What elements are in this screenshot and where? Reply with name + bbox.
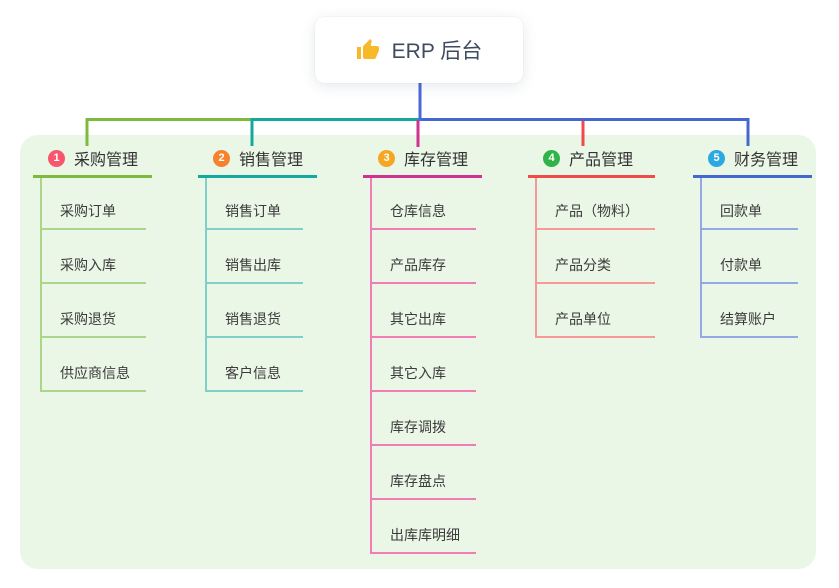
branch-items-purchase: 采购订单 采购入库 采购退货 供应商信息 (40, 178, 146, 392)
node-sales-order[interactable]: 销售订单 (207, 178, 303, 230)
node-settlement-account[interactable]: 结算账户 (702, 284, 798, 338)
branch-inventory: 3 库存管理 仓库信息 产品库存 其它出库 其它入库 库存调拨 库存盘点 出库库… (363, 143, 483, 554)
branch-items-finance: 回款单 付款单 结算账户 (700, 178, 798, 338)
branch-sales: 2 销售管理 销售订单 销售出库 销售退货 客户信息 (198, 143, 318, 392)
branch-title-inventory[interactable]: 3 库存管理 (363, 143, 483, 178)
badge-5: 5 (708, 149, 725, 167)
node-other-outbound[interactable]: 其它出库 (372, 284, 476, 338)
node-product-stock[interactable]: 产品库存 (372, 230, 476, 284)
root-node-erp[interactable]: ERP 后台 (315, 17, 523, 83)
branch-title-product[interactable]: 4 产品管理 (528, 143, 655, 178)
branch-title-label: 产品管理 (569, 152, 634, 169)
node-stock-count[interactable]: 库存盘点 (372, 446, 476, 500)
node-product-unit[interactable]: 产品单位 (537, 284, 655, 338)
node-sales-return[interactable]: 销售退货 (207, 284, 303, 338)
branch-title-label: 库存管理 (404, 152, 469, 169)
root-node-label: ERP 后台 (391, 40, 483, 63)
node-purchase-order[interactable]: 采购订单 (42, 178, 146, 230)
branch-title-sales[interactable]: 2 销售管理 (198, 143, 318, 178)
branch-title-label: 采购管理 (74, 152, 139, 169)
branch-finance: 5 财务管理 回款单 付款单 结算账户 (693, 143, 813, 338)
badge-1: 1 (48, 149, 65, 167)
node-warehouse-info[interactable]: 仓库信息 (372, 178, 476, 230)
node-stock-transfer[interactable]: 库存调拨 (372, 392, 476, 446)
branch-title-label: 财务管理 (734, 152, 799, 169)
node-customer-info[interactable]: 客户信息 (207, 338, 303, 392)
branch-title-finance[interactable]: 5 财务管理 (693, 143, 813, 178)
branch-purchase: 1 采购管理 采购订单 采购入库 采购退货 供应商信息 (33, 143, 153, 392)
node-purchase-return[interactable]: 采购退货 (42, 284, 146, 338)
node-other-inbound[interactable]: 其它入库 (372, 338, 476, 392)
node-purchase-inbound[interactable]: 采购入库 (42, 230, 146, 284)
branch-items-product: 产品（物料） 产品分类 产品单位 (535, 178, 655, 338)
badge-3: 3 (378, 149, 395, 167)
branch-title-label: 销售管理 (239, 152, 304, 169)
node-product-material[interactable]: 产品（物料） (537, 178, 655, 230)
thumbs-up-icon (356, 39, 379, 59)
branch-title-purchase[interactable]: 1 采购管理 (33, 143, 153, 178)
badge-2: 2 (213, 149, 230, 167)
node-payment-bill[interactable]: 付款单 (702, 230, 798, 284)
node-outbound-detail[interactable]: 出库库明细 (372, 500, 476, 554)
node-sales-outbound[interactable]: 销售出库 (207, 230, 303, 284)
mindmap-panel (20, 135, 816, 569)
node-product-category[interactable]: 产品分类 (537, 230, 655, 284)
branch-items-inventory: 仓库信息 产品库存 其它出库 其它入库 库存调拨 库存盘点 出库库明细 (370, 178, 476, 554)
node-receipt-bill[interactable]: 回款单 (702, 178, 798, 230)
badge-4: 4 (543, 149, 560, 167)
branch-product: 4 产品管理 产品（物料） 产品分类 产品单位 (528, 143, 655, 338)
branch-items-sales: 销售订单 销售出库 销售退货 客户信息 (205, 178, 303, 392)
node-supplier-info[interactable]: 供应商信息 (42, 338, 146, 392)
